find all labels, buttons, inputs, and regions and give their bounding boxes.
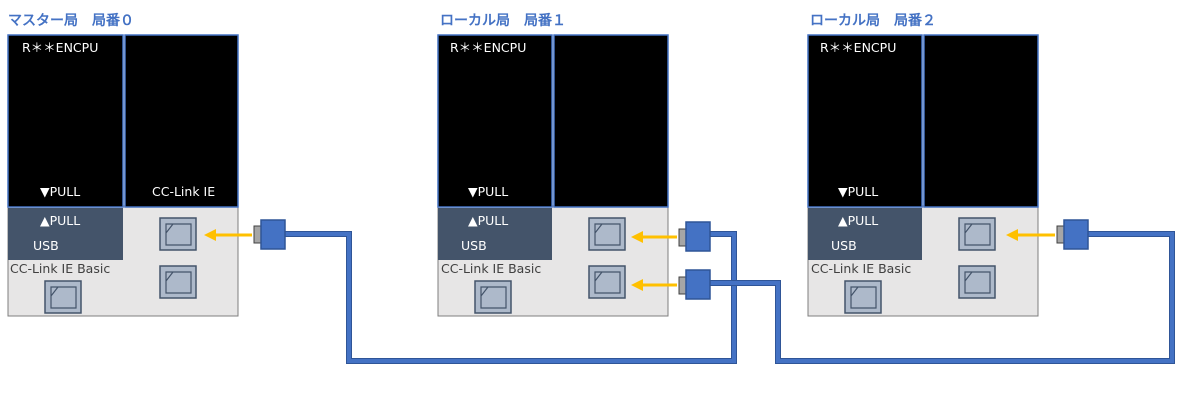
module-panel: [923, 34, 1039, 208]
ethernet-port-1: [588, 217, 626, 251]
cable-connector: [253, 219, 286, 250]
station-title: ローカル局 局番１: [440, 12, 566, 29]
cable-connector: [1056, 219, 1089, 250]
insert-arrow: [631, 279, 677, 291]
station-master: マスター局 局番０ R＊＊ENCPU ▼PULL CC-Link IE ▲PUL…: [7, 12, 239, 317]
ethernet-port-2: [159, 265, 197, 299]
insert-arrow: [631, 231, 677, 243]
basic-label: CC-Link IE Basic: [441, 261, 541, 276]
usb-panel: [8, 208, 123, 260]
pull-up-label: ▲PULL: [40, 213, 80, 228]
pull-down-label: ▼PULL: [468, 184, 508, 199]
pull-up-label: ▲PULL: [838, 213, 878, 228]
basic-label: CC-Link IE Basic: [10, 261, 110, 276]
cpu-panel: [807, 34, 923, 208]
ethernet-port-2: [958, 265, 996, 299]
pull-down-label: ▼PULL: [838, 184, 878, 199]
ethernet-port-basic: [44, 280, 82, 314]
cpu-label: R＊＊ENCPU: [22, 40, 98, 55]
usb-label: USB: [33, 238, 59, 253]
insert-arrow: [204, 229, 252, 241]
ethernet-port-1: [958, 217, 996, 251]
insert-arrow: [1006, 229, 1055, 241]
station-local-1: ローカル局 局番１ R＊＊ENCPU ▼PULL ▲PULL USB CC-Li…: [437, 12, 669, 317]
module-label: CC-Link IE: [152, 184, 215, 199]
cable-connector: [678, 269, 711, 300]
usb-panel: [808, 208, 922, 260]
ethernet-port-1: [159, 217, 197, 251]
pull-up-label: ▲PULL: [468, 213, 508, 228]
basic-label: CC-Link IE Basic: [811, 261, 911, 276]
module-panel: [553, 34, 669, 208]
cpu-label: R＊＊ENCPU: [820, 40, 896, 55]
cpu-label: R＊＊ENCPU: [450, 40, 526, 55]
cpu-panel: [7, 34, 124, 208]
ethernet-port-2: [588, 265, 626, 299]
module-panel: [124, 34, 239, 208]
ethernet-cable-a: [285, 231, 737, 364]
usb-panel: [438, 208, 552, 260]
station-title: マスター局 局番０: [8, 12, 134, 29]
ethernet-port-basic: [844, 280, 882, 314]
usb-label: USB: [831, 238, 857, 253]
usb-label: USB: [461, 238, 487, 253]
pull-down-label: ▼PULL: [40, 184, 80, 199]
cable-connector: [678, 221, 711, 252]
ethernet-port-basic: [474, 280, 512, 314]
station-title: ローカル局 局番２: [810, 12, 936, 29]
station-local-2: ローカル局 局番２ R＊＊ENCPU ▼PULL ▲PULL USB CC-Li…: [807, 12, 1039, 317]
cpu-panel: [437, 34, 553, 208]
ethernet-cable-b: [710, 231, 1175, 364]
